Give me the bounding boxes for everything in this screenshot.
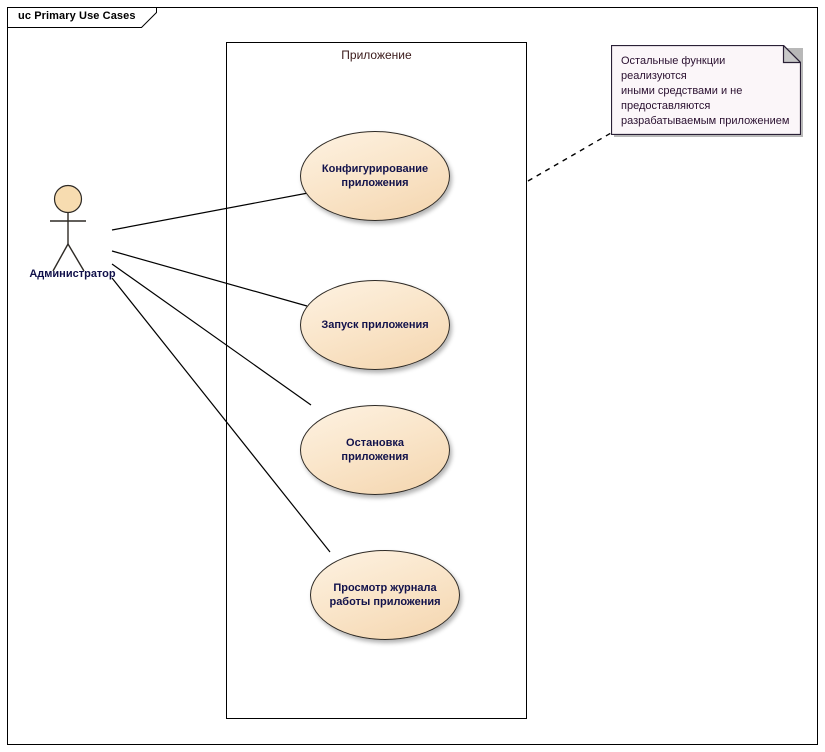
use-case-label-line2: работы приложения	[329, 596, 441, 608]
use-case-label: Конфигурирование приложения	[312, 131, 438, 221]
use-case-ellipse	[300, 131, 450, 221]
use-case-label: Остановка приложения	[312, 405, 438, 495]
note-text: Остальные функции реализуются иными сред…	[621, 54, 793, 129]
use-case-label-line1: Конфигурирование	[321, 163, 429, 175]
use-case-label: Просмотр журнала работы приложения	[322, 550, 448, 640]
actor-label: Администратор	[29, 268, 116, 280]
use-case-label-line2: приложения	[341, 451, 409, 463]
note-text-line1: Остальные функции реализуются	[621, 55, 726, 82]
note-text-line3: предоставляются	[621, 100, 711, 112]
use-case-stop-application[interactable]: Остановка приложения	[300, 405, 450, 495]
diagram-frame	[7, 7, 818, 745]
diagram-frame-tab[interactable]: uc Primary Use Cases	[7, 7, 157, 28]
use-case-configure-application[interactable]: Конфигурирование приложения	[300, 131, 450, 221]
note-text-line2: иными средствами и не	[621, 85, 743, 97]
actor-administrator[interactable]	[40, 183, 102, 273]
use-case-ellipse	[310, 550, 460, 640]
note-text-line4: разрабатываемым приложением	[621, 115, 790, 127]
frame-tab-shape	[7, 7, 157, 28]
use-case-label-line1: Остановка	[346, 437, 404, 449]
frame-tab-label: uc Primary Use Cases	[18, 10, 136, 22]
use-case-label: Запуск приложения	[312, 280, 438, 370]
note-annotation[interactable]: Остальные функции реализуются иными сред…	[611, 45, 803, 137]
system-boundary-label: Приложение	[341, 48, 412, 62]
use-case-label-line1: Запуск приложения	[321, 319, 429, 331]
use-case-view-application-log[interactable]: Просмотр журнала работы приложения	[310, 550, 460, 640]
use-case-label-line2: приложения	[341, 177, 409, 189]
use-case-start-application[interactable]: Запуск приложения	[300, 280, 450, 370]
note-shape	[611, 45, 801, 135]
stick-figure-actor-icon	[50, 184, 86, 272]
use-case-label-line1: Просмотр журнала	[333, 582, 437, 594]
